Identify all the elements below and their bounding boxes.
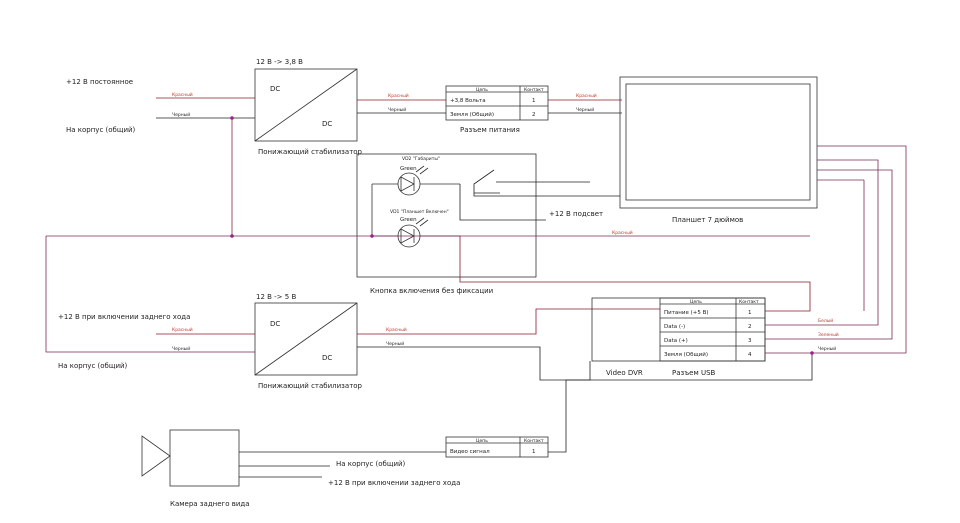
usb-col-contact: Контакт xyxy=(739,299,759,305)
camera-lens-icon xyxy=(141,435,171,477)
video-row1-circuit: Видео сигнал xyxy=(450,449,490,455)
usb-row4-contact: 4 xyxy=(748,352,752,358)
tablet-caption: Планшет 7 дюймов xyxy=(672,216,743,224)
converter2-header: 12 В -> 5 В xyxy=(256,293,296,301)
ground-mid-label: На корпус (общий) xyxy=(58,362,128,370)
wire-label-red-2: Красный xyxy=(388,92,409,99)
usb-row3-contact: 3 xyxy=(748,338,752,344)
power-row2-circuit: Земля (Общий) xyxy=(450,111,494,118)
ground-top-label: На корпус (общий) xyxy=(66,126,136,134)
power-connector-caption: Разъем питания xyxy=(460,126,520,134)
converter1-dc-out: DC xyxy=(322,120,332,128)
power-row2-contact: 2 xyxy=(532,112,536,118)
usb-caption: Разъем USB xyxy=(672,369,716,377)
converter1-caption: Понижающий стабилизатор xyxy=(258,148,363,156)
video-col-circuit: Цепь xyxy=(476,438,488,444)
usb-row3-circuit: Data (+) xyxy=(664,338,688,344)
wire-label-black-5: Черный xyxy=(386,340,404,347)
tablet-screen xyxy=(625,83,811,201)
plus12-reverse-cam-label: +12 В при включении заднего хода xyxy=(328,479,460,487)
power-connector-table: Цепь Контакт +3,8 Вольта 1 Земля (Общий)… xyxy=(445,85,549,121)
wire-label-red-3: Красный xyxy=(576,92,597,99)
wire-label-red-5: Красный xyxy=(172,326,193,333)
button-caption: Кнопка включения без фиксации xyxy=(370,287,493,295)
wire-label-red-4: Красный xyxy=(612,229,633,236)
usb-connector-table: Цепь Контакт Питание (+5 В) 1 Data (-) 2… xyxy=(659,297,766,362)
wire-label-red-6: Красный xyxy=(386,326,407,333)
converter2-caption: Понижающий стабилизатор xyxy=(258,382,363,390)
ground-cam-label: На корпус (общий) xyxy=(336,460,406,468)
power-row1-contact: 1 xyxy=(532,98,536,104)
plus12-const-label: +12 В постоянное xyxy=(66,78,133,86)
led1-color: Green xyxy=(400,166,417,172)
converter2-dc-out: DC xyxy=(322,354,332,362)
video-col-contact: Контакт xyxy=(524,438,544,444)
led1-ref: VD2 "Габариты" xyxy=(402,156,440,162)
camera-box xyxy=(169,429,240,487)
wire-label-black-6: Черный xyxy=(818,345,836,352)
video-connector-table: Цепь Контакт Видео сигнал 1 xyxy=(445,436,549,458)
converter1-box xyxy=(254,68,358,142)
wire-label-black-3: Черный xyxy=(576,106,594,113)
wire-label-black-2: Черный xyxy=(388,106,406,113)
plus12-reverse-label: +12 В при включении заднего хода xyxy=(58,313,190,321)
video-row1-contact: 1 xyxy=(532,449,536,455)
usb-row2-contact: 2 xyxy=(748,324,752,330)
usb-row1-contact: 1 xyxy=(748,310,752,316)
converter1-dc-in: DC xyxy=(270,85,280,93)
usb-row2-circuit: Data (-) xyxy=(664,324,685,330)
camera-caption: Камера заднего вида xyxy=(170,500,250,508)
dvr-label: Video DVR xyxy=(606,369,643,377)
wire-label-white: Белый xyxy=(818,317,833,324)
tablet-outer xyxy=(619,76,818,209)
wire-label-green: Зеленый xyxy=(818,331,839,338)
usb-row1-circuit: Питание (+5 В) xyxy=(664,310,709,316)
backlight-label: +12 В подсвет xyxy=(549,210,603,218)
switch-icon xyxy=(473,169,495,193)
led2-ref: VD1 "Планшет Включен" xyxy=(390,209,449,215)
wire-label-black-1: Черный xyxy=(172,111,190,118)
power-row1-circuit: +3,8 Вольта xyxy=(450,98,486,104)
button-box xyxy=(356,153,537,278)
wire-label-red-1: Красный xyxy=(172,91,193,98)
wire-label-black-4: Черный xyxy=(172,345,190,352)
usb-col-circuit: Цепь xyxy=(690,299,702,305)
usb-row4-circuit: Земля (Общий) xyxy=(664,351,708,358)
power-col-circuit: Цепь xyxy=(476,87,488,93)
converter2-box xyxy=(254,302,358,376)
converter2-dc-in: DC xyxy=(270,320,280,328)
converter1-header: 12 В -> 3,8 В xyxy=(256,58,303,66)
converter1-diagonal xyxy=(254,68,358,142)
led2-color: Green xyxy=(400,217,417,223)
power-col-contact: Контакт xyxy=(524,87,544,93)
